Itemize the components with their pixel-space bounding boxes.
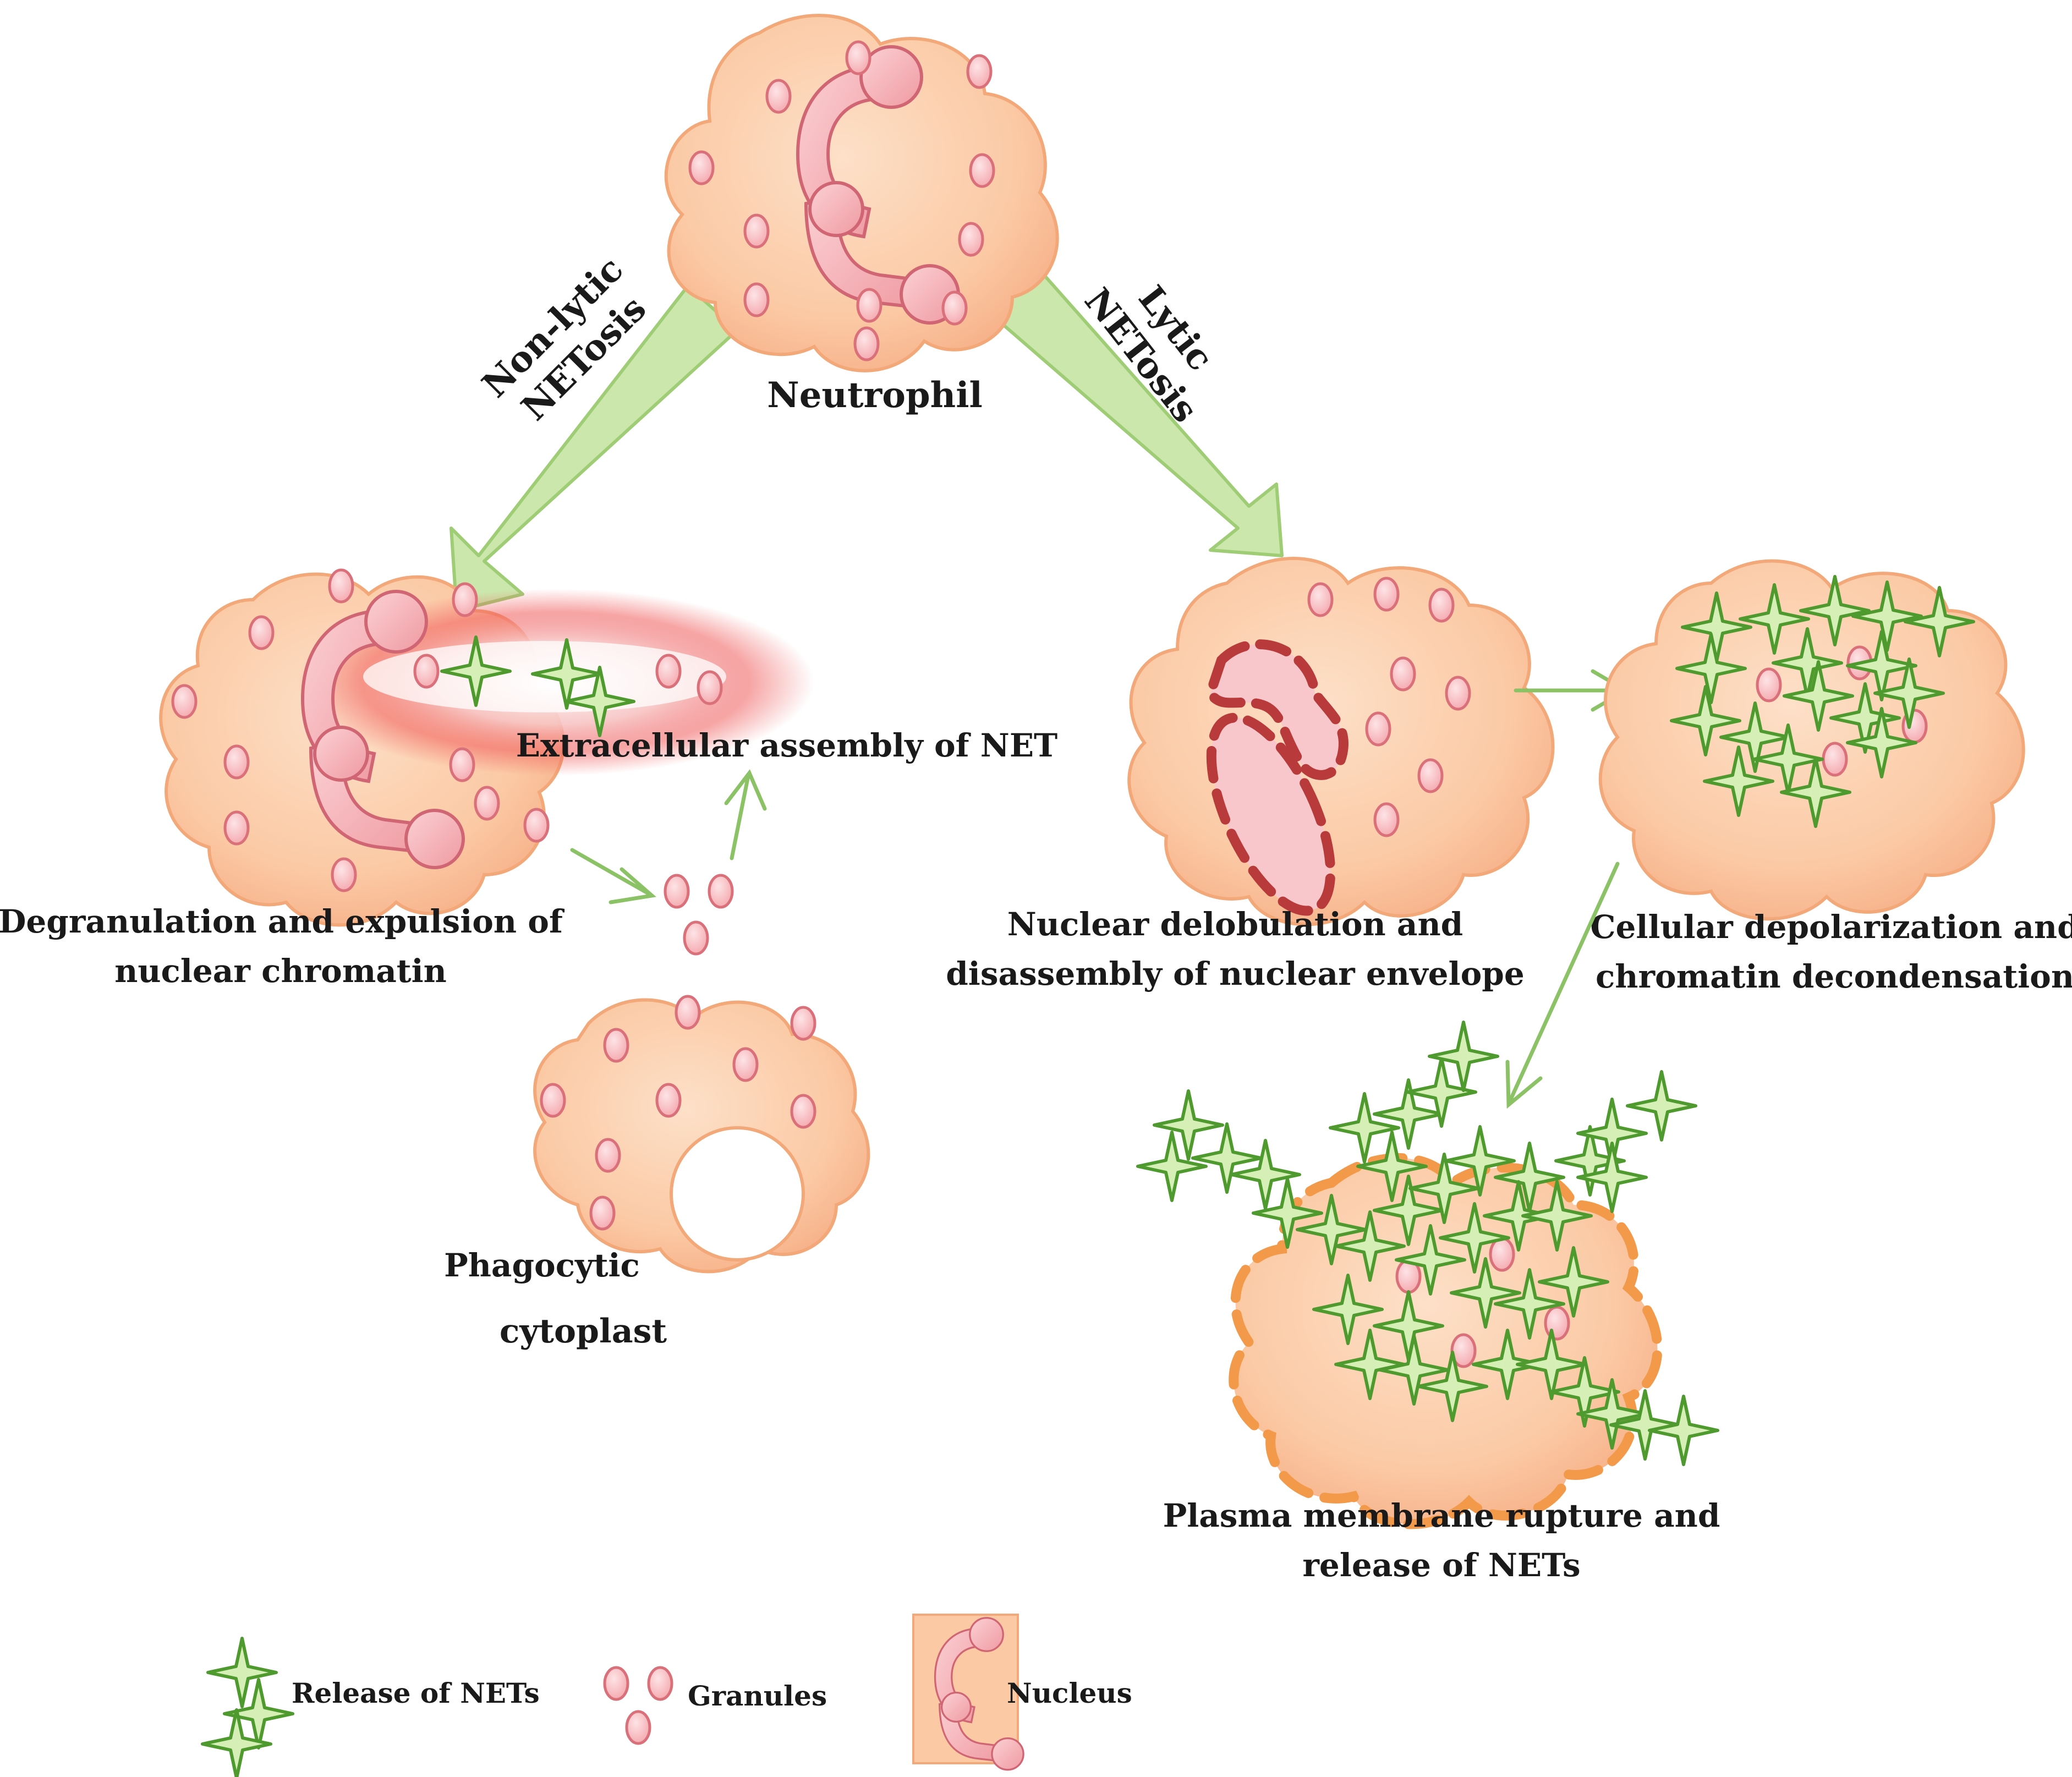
- thin-arrow-to-rupture: [1505, 862, 1620, 1109]
- delobulation-cell: [1127, 557, 1555, 926]
- label-degranulation-2: nuclear chromatin: [114, 952, 447, 990]
- label-delobulation-1: Nuclear delobulation and: [1007, 906, 1463, 943]
- depolarization-cell: [1598, 559, 2025, 921]
- label-degranulation-1: Degranulation and expulsion of: [0, 903, 565, 940]
- neutrophil-cell: [664, 14, 1059, 372]
- released-granules: [665, 875, 732, 954]
- label-neutrophil: Neutrophil: [767, 375, 983, 416]
- label-extracellular: Extracellular assembly of NET: [516, 727, 1057, 764]
- rupture-cell: [1138, 1022, 1718, 1529]
- label-rupture-1: Plasma membrane rupture and: [1163, 1497, 1720, 1534]
- legend-nucleus-icon: [912, 1614, 1024, 1771]
- legend: Release of NETs Granules Nucleus: [202, 1614, 1132, 1777]
- legend-granules-label: Granules: [688, 1680, 827, 1712]
- thin-arrow-to-extracellular: [724, 769, 767, 860]
- legend-granules-icon: [605, 1668, 672, 1743]
- label-rupture-2: release of NETs: [1302, 1546, 1580, 1584]
- arrow-lytic: [989, 262, 1284, 557]
- legend-nucleus-label: Nucleus: [1007, 1677, 1132, 1709]
- label-phagocytic-1: Phagocytic: [444, 1247, 640, 1284]
- legend-nets-label: Release of NETs: [292, 1677, 540, 1709]
- phagocytic-cytoplast-cell: [533, 996, 870, 1274]
- label-delobulation-2: disassembly of nuclear envelope: [946, 955, 1524, 992]
- legend-nets-icon: [202, 1638, 293, 1777]
- label-depolarization-1: Cellular depolarization and: [1590, 908, 2072, 946]
- label-phagocytic-2: cytoplast: [500, 1312, 667, 1351]
- label-depolarization-2: chromatin decondensation: [1596, 958, 2072, 995]
- thin-arrow-to-granules: [570, 848, 656, 904]
- degranulation-cell: [159, 570, 814, 927]
